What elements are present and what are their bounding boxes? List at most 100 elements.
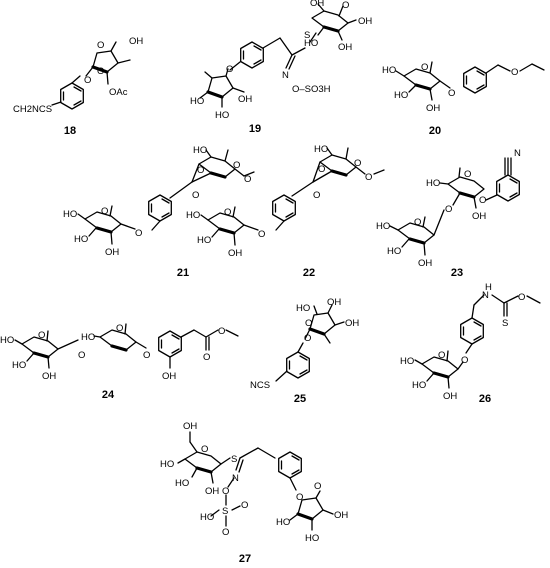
atom-sulfonyl: S: [222, 506, 228, 517]
atom-ho: HO: [186, 210, 200, 221]
atom-o: O: [192, 190, 199, 201]
atom-o: O: [354, 158, 361, 169]
atom-ho: HO: [412, 380, 426, 391]
atom-o: O: [197, 165, 204, 176]
atom-ho: HO: [304, 38, 318, 49]
atom-o: O: [233, 160, 240, 171]
atom-o: O: [305, 318, 312, 329]
atom-o: O: [97, 40, 104, 51]
atom-o: O: [438, 350, 445, 361]
atom-o: O: [143, 350, 150, 361]
atom-nitrile: N: [514, 148, 521, 159]
atom-ho: HO: [387, 246, 401, 257]
atom-ho: HO: [175, 478, 189, 489]
atom-o: O: [218, 326, 225, 337]
atom-ncs: NCS: [250, 380, 270, 391]
atom-n: N: [482, 290, 489, 301]
compound-27: OH O HO HO OH S N O S HO O O O O HO HO O…: [160, 421, 348, 565]
atom-oh: OH: [162, 371, 176, 382]
atom-o: O: [201, 444, 208, 455]
compound-19: S N O–SO3H OH O OH OH HO O HO HO OH 19: [190, 0, 372, 135]
atom-ho: HO: [215, 110, 229, 121]
atom-ch2ncs: CH2NCS: [13, 104, 52, 115]
atom-o: O: [445, 204, 452, 215]
atom-o: O: [365, 172, 372, 183]
atom-o: O: [97, 66, 104, 77]
compound-label: 26: [479, 393, 491, 405]
atom-s: S: [304, 30, 310, 41]
atom-ho: HO: [305, 533, 319, 544]
atom-o: O: [342, 0, 349, 11]
atom-so3h: O–SO3H: [292, 84, 331, 95]
atom-o: O: [421, 62, 428, 73]
atom-o: O: [258, 229, 265, 240]
atom-ho: HO: [0, 335, 14, 346]
atom-o: O: [101, 206, 108, 217]
atom-o: O: [135, 228, 142, 239]
atom-o: O: [479, 195, 486, 206]
compound-26: N H S O O O HO HO OH 26: [400, 282, 541, 405]
compound-label: 19: [249, 123, 261, 135]
compound-label: 20: [429, 125, 441, 137]
atom-oh: OH: [472, 211, 486, 222]
atom-o: O: [244, 174, 251, 185]
atom-ho: HO: [400, 356, 414, 367]
atom-o: O: [222, 527, 229, 538]
atom-oac: OAc: [109, 87, 128, 98]
atom-ho: HO: [160, 459, 174, 470]
atom-o: O: [448, 88, 455, 99]
atom-ho: HO: [296, 303, 310, 314]
atom-ho: HO: [200, 512, 214, 523]
atom-oh: OH: [42, 371, 56, 382]
atom-o: O: [226, 64, 233, 75]
atom-oh: OH: [183, 421, 197, 432]
atom-oh: OH: [334, 510, 348, 521]
atom-oh: OH: [327, 297, 341, 308]
atom-ho: HO: [197, 235, 211, 246]
atom-ho: HO: [394, 90, 408, 101]
atom-o: O: [314, 481, 321, 492]
atom-oh: OH: [338, 42, 352, 53]
compound-label: 27: [239, 553, 251, 565]
atom-o: O: [511, 67, 518, 78]
compound-23: N O O HO O OH O HO HO OH 23: [376, 148, 521, 279]
atom-oh: OH: [228, 248, 242, 259]
compound-label: 18: [64, 125, 76, 137]
atom-s: S: [231, 454, 237, 465]
atom-o: O: [84, 75, 91, 86]
atom-ho: HO: [276, 517, 290, 528]
atom-o: O: [222, 486, 229, 497]
atom-o: O: [241, 500, 248, 511]
atom-ho: HO: [314, 144, 328, 155]
compound-18: OH O O OAc O CH2NCS 18: [13, 36, 143, 137]
atom-ho: HO: [426, 178, 440, 189]
atom-ho: HO: [382, 65, 396, 76]
atom-o: O: [296, 492, 303, 503]
compound-20: O HO HO OH O O 20: [382, 61, 545, 137]
atom-o: O: [318, 164, 325, 175]
atom-ho: HO: [74, 234, 88, 245]
atom-ho: HO: [81, 332, 95, 343]
atom-ho: HO: [63, 209, 77, 220]
compound-25: HO OH OH O O NCS 25: [250, 297, 359, 405]
atom-o: O: [304, 333, 311, 344]
compound-label: 24: [102, 389, 115, 401]
atom-o: O: [461, 355, 468, 366]
compound-21: HO O O O O O O HO HO OH 21: [63, 145, 255, 279]
compound-label: 21: [177, 267, 189, 279]
compound-24: HO HO OH O O HO O O O O OH 24: [0, 323, 239, 401]
atom-o: O: [78, 350, 85, 361]
atom-o: O: [116, 323, 123, 334]
atom-oh: OH: [205, 486, 219, 497]
atom-oh: OH: [238, 94, 252, 105]
atom-o: O: [203, 352, 210, 363]
atom-o: O: [224, 207, 231, 218]
compound-label: 25: [294, 393, 306, 405]
atom-o: O: [464, 169, 471, 180]
atom-n: N: [232, 473, 239, 484]
atom-o: O: [518, 292, 525, 303]
compound-label: 22: [303, 267, 315, 279]
atom-ho: HO: [12, 360, 26, 371]
atom-oh: OH: [443, 391, 457, 402]
